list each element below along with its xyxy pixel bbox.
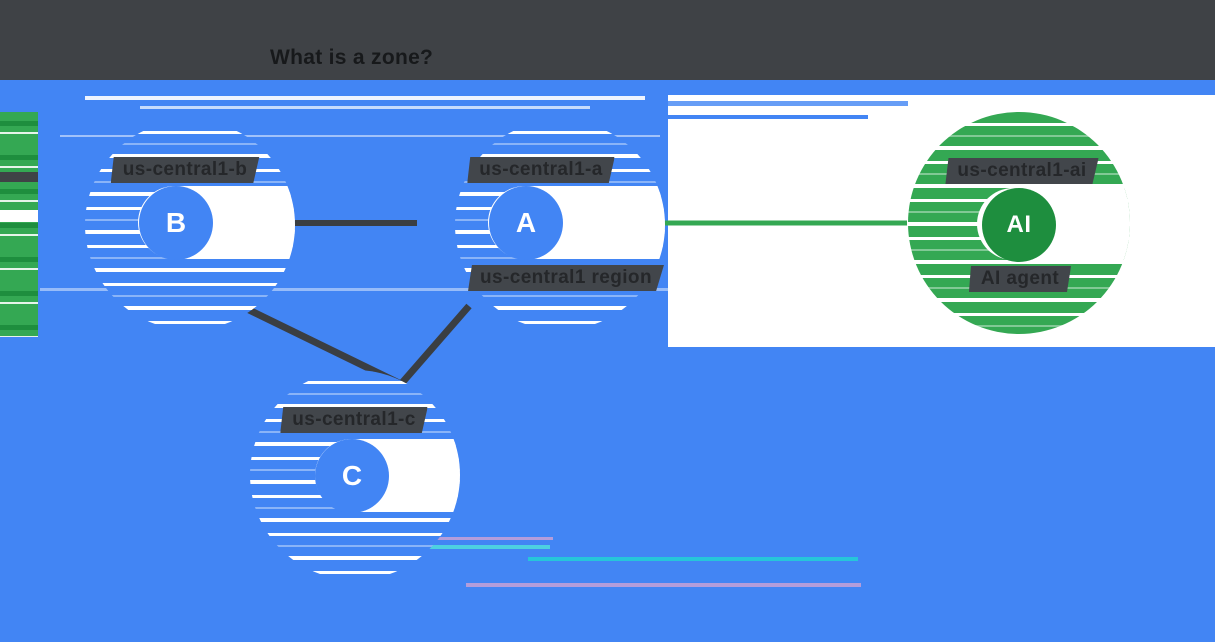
diagram-title: What is a zone? — [270, 46, 434, 69]
ai-sublabel: AI agent — [968, 266, 1072, 292]
zone-node-a: A — [455, 120, 665, 330]
node-badge-c: C — [315, 439, 389, 513]
header-band — [0, 0, 1215, 80]
zone-label-a: us-central1-a — [467, 157, 615, 183]
node-badge-ai: AI — [982, 188, 1056, 262]
ai-node: AI — [908, 112, 1130, 334]
node-letter: A — [515, 207, 537, 238]
zone-node-c: C — [250, 370, 460, 580]
glitch-wrapped-green-strip — [0, 112, 38, 337]
node-letter: AI — [1006, 211, 1032, 238]
zone-label-c: us-central1-c — [280, 407, 428, 433]
glitch-dark-row — [0, 172, 38, 182]
node-letter: C — [341, 460, 363, 491]
zone-node-b: B — [85, 120, 295, 330]
ai-label: us-central1-ai — [945, 158, 1099, 184]
glitch-white-row — [0, 210, 38, 222]
zone-label-b: us-central1-b — [110, 157, 260, 183]
zone-sublabel-a: us-central1 region — [468, 265, 664, 291]
node-badge-a: A — [489, 186, 563, 260]
node-letter: B — [165, 207, 187, 238]
node-badge-b: B — [139, 186, 213, 260]
